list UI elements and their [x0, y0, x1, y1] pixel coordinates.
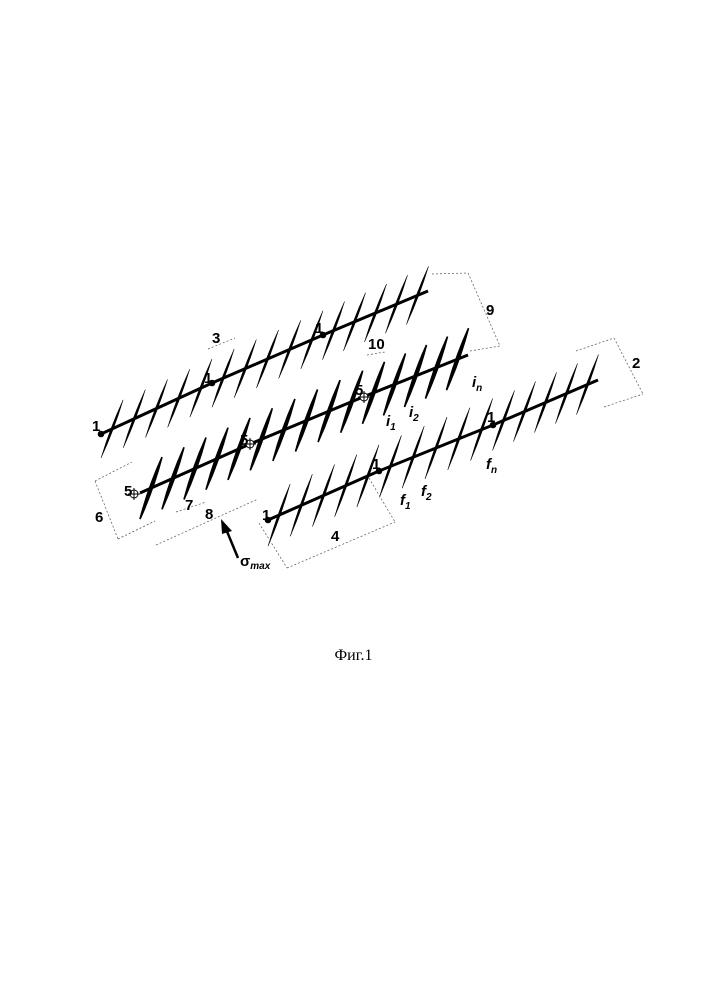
label-sigma-max: σmax: [240, 553, 271, 572]
dim-line-9-top: [432, 273, 468, 274]
crack-r2c-1: [384, 353, 406, 415]
label-dim-10: 10: [368, 336, 385, 353]
crack-r1b-2: [257, 330, 279, 388]
crack-r1b-0: [212, 349, 234, 407]
crack-r2c-0: [363, 362, 385, 424]
crack-r1b-3: [279, 320, 301, 378]
crack-r3b-3: [448, 408, 470, 470]
crack-r1c-0: [323, 302, 345, 360]
diagram-marks: [95, 266, 643, 568]
label-node-5b: 5: [240, 432, 248, 449]
label-node-5c: 5: [124, 483, 132, 500]
crack-r3b-1: [402, 426, 424, 488]
label-start-1a: 1: [92, 418, 100, 435]
crack-r3c-1: [514, 382, 536, 442]
dim-line-4: [287, 522, 395, 568]
label-dim-7: 7: [185, 497, 193, 514]
label-dim-6: 6: [95, 509, 103, 526]
crack-r2a-0: [140, 457, 162, 519]
crack-r3c-4: [577, 355, 599, 415]
crack-r3a-0: [268, 484, 290, 546]
label-i1: i1: [386, 413, 396, 433]
dim-line-2-top: [576, 338, 614, 351]
crack-r3a-2: [313, 465, 335, 527]
crack-r1c-1: [344, 293, 366, 351]
dim-line-9: [468, 273, 500, 346]
crack-r1a-1: [123, 390, 145, 448]
figure-caption: Фиг.1: [0, 647, 707, 665]
crack-r1c-4: [407, 266, 429, 324]
label-start-1e: 1: [372, 456, 380, 473]
label-f1: f1: [400, 492, 411, 512]
crack-r3a-4: [357, 445, 379, 507]
crack-r3b-0: [379, 435, 401, 497]
crack-r2b-1: [273, 399, 295, 461]
dim-line-2-bottom: [604, 394, 643, 407]
label-in: in: [472, 374, 482, 394]
crack-r2a-1: [162, 447, 184, 509]
label-dim-2: 2: [632, 355, 640, 372]
crack-r3b-4: [471, 399, 493, 461]
label-dim-8: 8: [205, 506, 213, 523]
label-start-1f: 1: [262, 507, 270, 524]
label-dim-3: 3: [212, 330, 220, 347]
label-start-1b: 1: [204, 370, 212, 387]
crack-r2b-2: [296, 390, 318, 452]
crack-r2a-2: [184, 438, 206, 500]
crack-r2c-3: [426, 337, 448, 399]
crack-r2b-4: [341, 371, 363, 433]
label-start-1c: 1: [315, 320, 323, 337]
crack-r3b-2: [425, 417, 447, 479]
crack-r1c-2: [365, 284, 387, 342]
crack-r2a-3: [206, 428, 228, 490]
crack-r1b-1: [234, 340, 256, 398]
crack-r3c-0: [493, 391, 515, 451]
dim-line-9-bottom: [470, 346, 500, 351]
crack-r3a-3: [335, 455, 357, 517]
sigma-arrow-head: [221, 519, 232, 534]
crack-r1a-4: [190, 359, 212, 417]
crack-r3c-3: [556, 364, 578, 424]
crack-r2c-2: [405, 345, 427, 407]
dim-line-6-bottom: [118, 521, 155, 539]
crack-r1a-2: [146, 380, 168, 438]
label-dim-9: 9: [486, 302, 494, 319]
crack-r1a-3: [168, 369, 190, 427]
crack-r3a-1: [290, 474, 312, 536]
label-fn: fn: [486, 456, 497, 476]
label-start-1d: 1: [487, 409, 495, 426]
crack-r2b-0: [250, 408, 272, 470]
sigma-arrow-shaft: [226, 529, 238, 558]
crack-r2b-3: [318, 380, 340, 442]
crack-r1c-3: [386, 275, 408, 333]
label-dim-4: 4: [331, 528, 340, 545]
dim-line-4-right: [369, 478, 395, 522]
label-node-5a: 5: [355, 382, 363, 399]
dim-line-6-top: [95, 462, 132, 481]
crack-r2c-4: [447, 328, 469, 390]
label-i2: i2: [409, 404, 419, 424]
crack-r3c-2: [535, 373, 557, 433]
label-f2: f2: [421, 483, 432, 503]
crack-r1a-0: [101, 400, 123, 458]
